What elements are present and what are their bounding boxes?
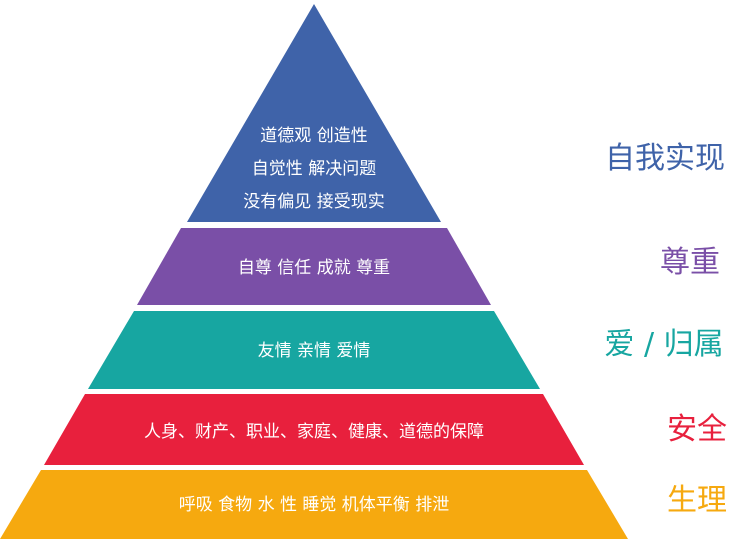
level-self-actualization-line-1: 道德观 创造性 <box>260 126 367 146</box>
level-belonging-line-1: 友情 亲情 爱情 <box>258 341 371 361</box>
level-esteem-label: 尊重 <box>660 245 720 280</box>
level-physiological-line-1: 呼吸 食物 水 性 睡觉 机体平衡 排泄 <box>179 495 449 515</box>
level-self-actualization-line-3: 没有偏见 接受现实 <box>243 192 384 212</box>
level-self-actualization-label: 自我实现 <box>605 141 725 176</box>
level-safety <box>44 394 584 465</box>
level-belonging-label: 爱 / 归属 <box>604 327 723 362</box>
level-physiological-label: 生理 <box>667 483 727 518</box>
level-physiological <box>0 470 628 539</box>
level-self-actualization <box>187 4 441 222</box>
level-safety-line-1: 人身、财产、职业、家庭、健康、道德的保障 <box>144 422 484 442</box>
level-esteem <box>137 228 491 305</box>
level-self-actualization-line-2: 自觉性 解决问题 <box>252 159 376 179</box>
level-belonging <box>88 311 540 389</box>
level-esteem-line-1: 自尊 信任 成就 尊重 <box>238 258 390 278</box>
level-safety-label: 安全 <box>667 412 727 447</box>
